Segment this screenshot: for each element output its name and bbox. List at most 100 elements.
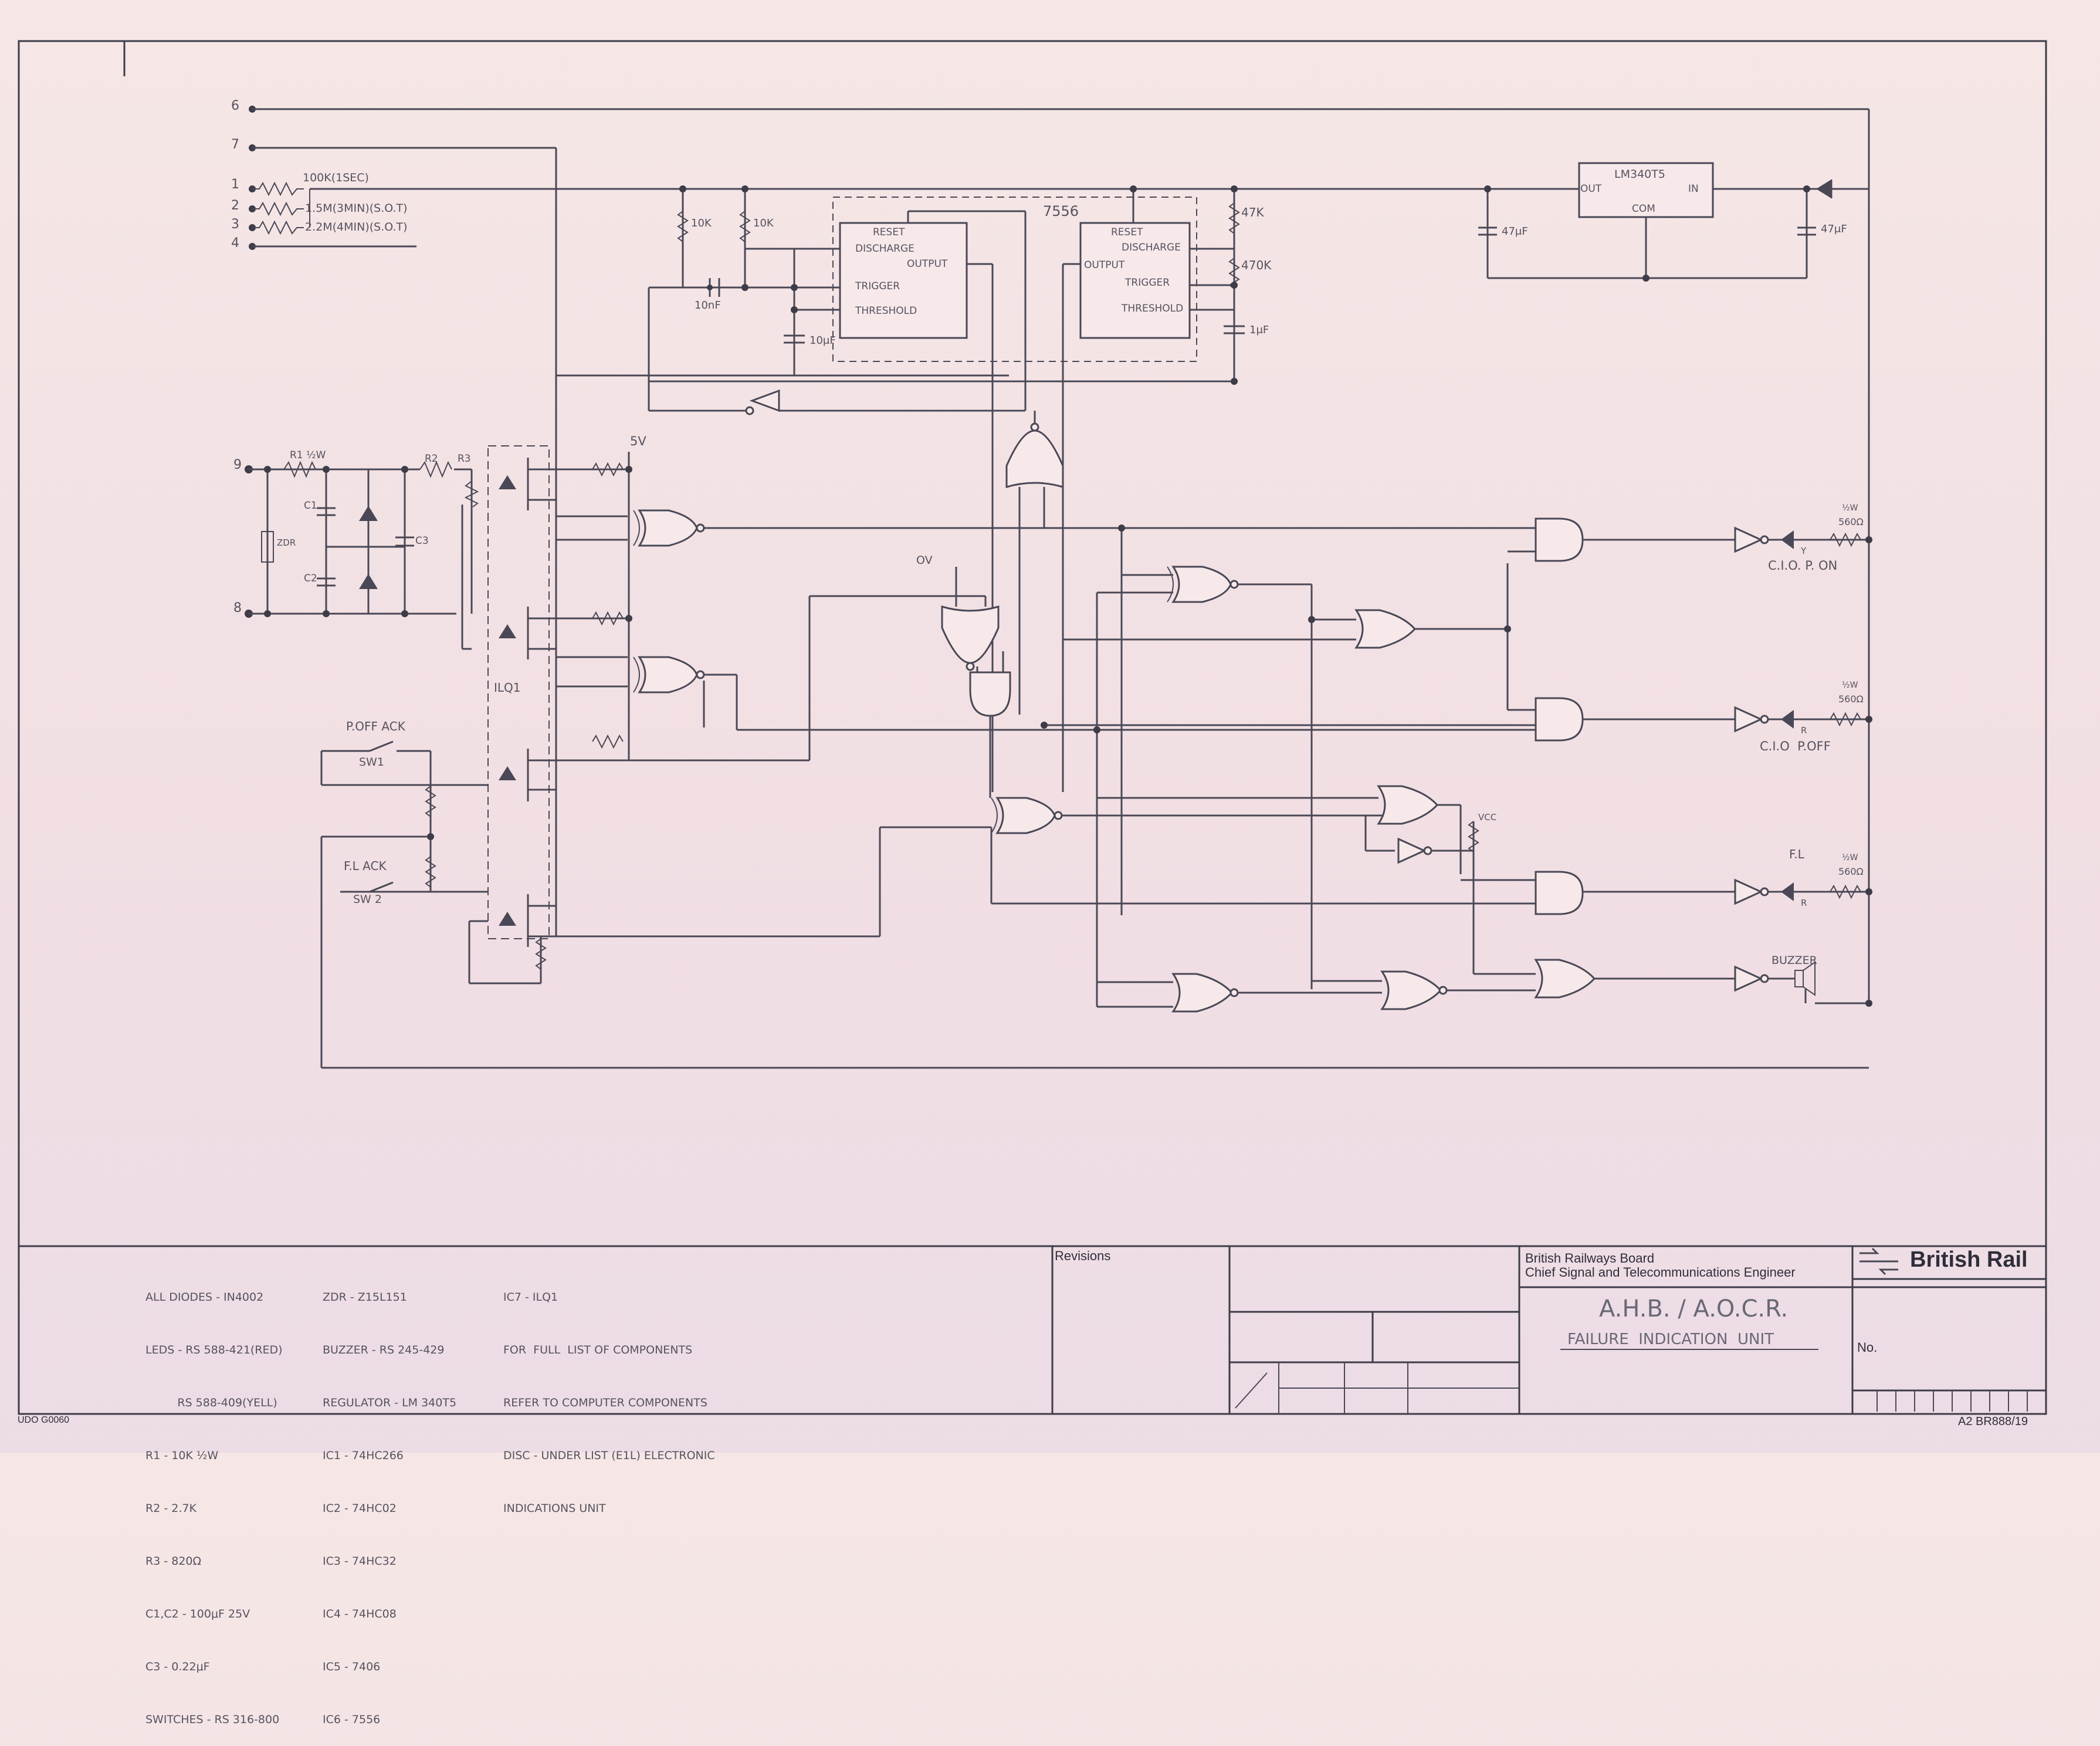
regulator-out: OUT: [1580, 183, 1602, 195]
sw2-label: SW 2: [353, 893, 382, 906]
res-2-2m-label: 2.2M(4MIN)(S.O.T): [305, 221, 408, 234]
revisions-label: Revisions: [1055, 1248, 1111, 1263]
poff-ack-label: P.OFF ACK: [346, 719, 405, 733]
timer-right-discharge: DISCHARGE: [1122, 242, 1181, 253]
drawing-border: [18, 40, 2047, 1415]
res-1-5m-label: 1.5M(3MIN)(S.O.T): [305, 202, 408, 215]
br-double-arrow-icon: [1859, 1247, 1898, 1275]
c10nf-label: 10nF: [695, 299, 721, 312]
terminal-1-label: 1: [231, 177, 239, 192]
c47uf-b-label: 47μF: [1821, 223, 1847, 235]
c47uf-a-label: 47μF: [1502, 225, 1528, 238]
output-fl-label: F.L: [1789, 847, 1804, 861]
output-cio-pon-led: Y: [1801, 546, 1807, 556]
terminal-4-label: 4: [231, 236, 239, 251]
5v-label: 5V: [630, 434, 646, 448]
timer-left-reset: RESET: [873, 226, 905, 238]
output-cio-pon-watt: ½W: [1842, 503, 1858, 513]
c10uf-label: 10μF: [809, 334, 836, 347]
title-block: [1051, 1246, 2046, 1414]
r10k-b-label: 10K: [753, 217, 774, 229]
timer-left-discharge: DISCHARGE: [855, 243, 914, 255]
terminal-8-label: 8: [233, 601, 242, 615]
number-label: No.: [1857, 1340, 1878, 1355]
schematic-drawing: [18, 40, 2047, 1415]
note-line: IC4 - 74HC08: [323, 1608, 397, 1620]
terminal-7-label: 7: [231, 137, 239, 152]
sheet-reference: A2 BR888/19: [1958, 1415, 2028, 1428]
fl-ack-label: F.L ACK: [344, 859, 387, 873]
output-cio-pon-label: C.I.O. P. ON: [1768, 559, 1838, 573]
drawing-title-line1: A.H.B. / A.O.C.R.: [1599, 1295, 1789, 1322]
note-line: IC7 - ILQ1: [503, 1291, 558, 1304]
r1-label: R1 ½W: [290, 449, 326, 461]
inverter-ic5-12-13: [649, 389, 1025, 415]
r10k-a-label: 10K: [691, 217, 712, 229]
output-cio-pon-res: 560Ω: [1838, 516, 1864, 527]
note-line: IC1 - 74HC266: [323, 1449, 404, 1462]
optocoupler-ilq1: [320, 445, 881, 1068]
timer-7556-right: [649, 185, 1245, 792]
drawing-title-line2: FAILURE INDICATION UNIT: [1567, 1331, 1774, 1348]
note-line: RS 588-409(YELL): [145, 1396, 277, 1409]
regulator-name: LM340T5: [1614, 168, 1665, 181]
output-cio-poff-led: R: [1801, 725, 1807, 736]
logic-gates: [321, 411, 1869, 1069]
c3-label: C3: [415, 535, 429, 547]
notes-column-3: IC7 - ILQ1 FOR FULL LIST OF COMPONENTS R…: [503, 1253, 715, 1535]
power-input-network: [245, 461, 479, 618]
note-line: C1,C2 - 100μF 25V: [145, 1608, 250, 1620]
vcc-label: VCC: [1478, 812, 1497, 823]
note-line: ALL DIODES - IN4002: [145, 1291, 264, 1304]
timer-left-output: OUTPUT: [907, 258, 948, 270]
terminal-2-label: 2: [231, 198, 239, 213]
notes-column-1: ALL DIODES - IN4002 LEDS - RS 588-421(RE…: [145, 1253, 283, 1746]
note-line: REGULATOR - LM 340T5: [323, 1396, 457, 1409]
regulator-in: IN: [1688, 183, 1699, 195]
output-cio-poff-res: 560Ω: [1838, 693, 1864, 705]
c1uf-label: 1μF: [1249, 324, 1269, 336]
r3-label: R3: [458, 453, 471, 465]
corner-code: UDO G0060: [18, 1415, 70, 1425]
terminal-9-label: 9: [233, 458, 242, 472]
note-line: R1 - 10K ½W: [145, 1449, 219, 1462]
timer-right-reset: RESET: [1111, 226, 1143, 238]
drawing-sheet: { "schematic": { "terminals": ["6","7","…: [18, 40, 2047, 1726]
r2-label: R2: [425, 453, 438, 465]
regulator-section: [1478, 162, 1869, 282]
note-line: IC3 - 74HC32: [323, 1555, 397, 1568]
output-buzzer-label: BUZZER: [1772, 954, 1817, 967]
board-name: British Railways Board: [1525, 1251, 1655, 1265]
note-line: FOR FULL LIST OF COMPONENTS: [503, 1344, 693, 1356]
res-100k-label: 100K(1SEC): [303, 171, 369, 184]
note-line: ZDR - Z15L151: [323, 1291, 407, 1304]
note-line: IC6 - 7556: [323, 1713, 381, 1726]
note-line: R2 - 2.7K: [145, 1502, 197, 1515]
note-line: IC2 - 74HC02: [323, 1502, 397, 1515]
timer-left-trigger: TRIGGER: [855, 280, 900, 292]
r470k-label: 470K: [1241, 258, 1272, 272]
zdr-label: ZDR: [277, 537, 296, 548]
notes-column-2: ZDR - Z15L151 BUZZER - RS 245-429 REGULA…: [323, 1253, 456, 1746]
note-line: IC5 - 7406: [323, 1660, 381, 1673]
regulator-com: COM: [1632, 203, 1655, 215]
timer-7556-left: [556, 185, 1197, 792]
note-line: LEDS - RS 588-421(RED): [145, 1344, 283, 1356]
output-fl-led: R: [1801, 898, 1807, 908]
r47k-label: 47K: [1241, 205, 1264, 219]
chip-7556-label: 7556: [1043, 203, 1079, 219]
output-fl-res: 560Ω: [1838, 866, 1864, 877]
ov-label: OV: [916, 554, 933, 567]
input-terminals: [249, 106, 1870, 1003]
timer-right-output: OUTPUT: [1084, 259, 1125, 271]
output-fl-watt: ½W: [1842, 853, 1858, 862]
note-line: C3 - 0.22μF: [145, 1660, 210, 1673]
british-rail-logo-text: British Rail: [1910, 1247, 2028, 1272]
timer-left-threshold: THRESHOLD: [855, 305, 917, 317]
note-line: BUZZER - RS 245-429: [323, 1344, 445, 1356]
engineer-name: Chief Signal and Telecommunications Engi…: [1525, 1265, 1796, 1280]
c2-label: C2: [304, 573, 317, 584]
c1-label: C1: [304, 500, 317, 512]
output-drivers: [1734, 526, 1872, 1007]
note-line: INDICATIONS UNIT: [503, 1502, 606, 1515]
